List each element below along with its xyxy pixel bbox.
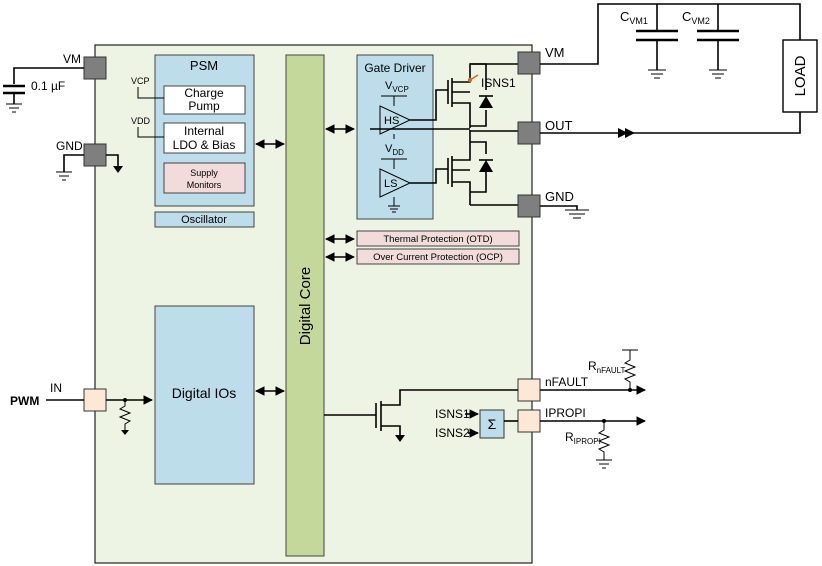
gnd-left-label: GND bbox=[56, 139, 83, 153]
pin-vm-right bbox=[517, 51, 541, 75]
hs-mosfet bbox=[447, 63, 520, 128]
supply-monitors-label-2: Monitors bbox=[187, 180, 222, 190]
ocp-label: Over Current Protection (OCP) bbox=[373, 252, 503, 263]
isns2-label: ISNS2 bbox=[435, 426, 470, 440]
pin-in bbox=[83, 388, 107, 412]
digital-ios-block bbox=[154, 305, 255, 485]
charge-pump-block bbox=[163, 85, 246, 115]
pin-gnd-left bbox=[83, 143, 107, 167]
digital-core-label: Digital Core bbox=[297, 267, 314, 345]
load-block bbox=[782, 39, 818, 113]
pin-gnd-right bbox=[517, 194, 541, 218]
cap-left-label: 0.1 µF bbox=[31, 79, 65, 93]
vm-left-label: VM bbox=[63, 52, 81, 66]
ocp-block bbox=[356, 248, 520, 265]
rnfault-label: RnFAULT bbox=[588, 359, 626, 375]
oscillator-block bbox=[154, 211, 255, 228]
thermal-protection-block bbox=[356, 230, 520, 247]
charge-pump-label-2: Pump bbox=[188, 99, 220, 113]
psm-block: PSM Charge Pump Internal LDO & Bias Supp… bbox=[154, 54, 255, 207]
isns1-label: ISNS1 bbox=[435, 407, 470, 421]
supply-monitors-label-1: Supply bbox=[190, 168, 218, 178]
nfault-label: nFAULT bbox=[545, 375, 589, 389]
ls-mosfet bbox=[447, 130, 493, 205]
vdd-label: VDD bbox=[131, 116, 151, 126]
in-label: IN bbox=[50, 381, 62, 395]
supply-monitors-block bbox=[163, 162, 246, 194]
psm-title: PSM bbox=[190, 58, 218, 73]
digital-core-block bbox=[285, 54, 325, 557]
ldo-label-2: LDO & Bias bbox=[173, 138, 236, 152]
pin-ipropi bbox=[517, 409, 541, 433]
ripropi-label: RIPROPI bbox=[565, 430, 601, 446]
ldo-label-1: Internal bbox=[184, 124, 224, 138]
ipropi-label: IPROPI bbox=[545, 406, 586, 420]
thermal-protection-label: Thermal Protection (OTD) bbox=[383, 234, 492, 245]
gate-driver-block: Gate Driver VVCP HS VDD LS bbox=[356, 54, 434, 220]
charge-pump-label-1: Charge bbox=[184, 86, 224, 100]
vcp-label: VCP bbox=[131, 76, 150, 86]
ldo-block bbox=[163, 122, 246, 154]
hs-driver bbox=[379, 105, 412, 135]
sum-block bbox=[479, 409, 505, 439]
oscillator-label: Oscillator bbox=[181, 214, 227, 226]
pwm-label: PWM bbox=[10, 394, 39, 408]
pin-out bbox=[517, 121, 541, 145]
load-label: LOAD bbox=[792, 55, 809, 96]
hs-label: HS bbox=[384, 115, 399, 127]
sum-label: Σ bbox=[488, 416, 497, 432]
ls-driver bbox=[379, 168, 412, 198]
cvm2-label: CVM2 bbox=[682, 9, 710, 26]
cvm1-label: CVM1 bbox=[620, 9, 648, 26]
vvcp-label: VVCP bbox=[385, 80, 409, 94]
gnd-right-label: GND bbox=[545, 189, 574, 204]
digital-ios-label: Digital IOs bbox=[172, 385, 237, 401]
ls-label: LS bbox=[384, 178, 397, 190]
pin-vm-left bbox=[83, 56, 107, 80]
out-label: OUT bbox=[545, 118, 573, 133]
isns1-top-label: ISNS1 bbox=[481, 76, 516, 90]
vm-right-label: VM bbox=[545, 45, 565, 60]
gate-driver-title: Gate Driver bbox=[364, 61, 425, 75]
vdd-gd-label: VDD bbox=[385, 143, 404, 157]
pin-nfault bbox=[517, 378, 541, 402]
